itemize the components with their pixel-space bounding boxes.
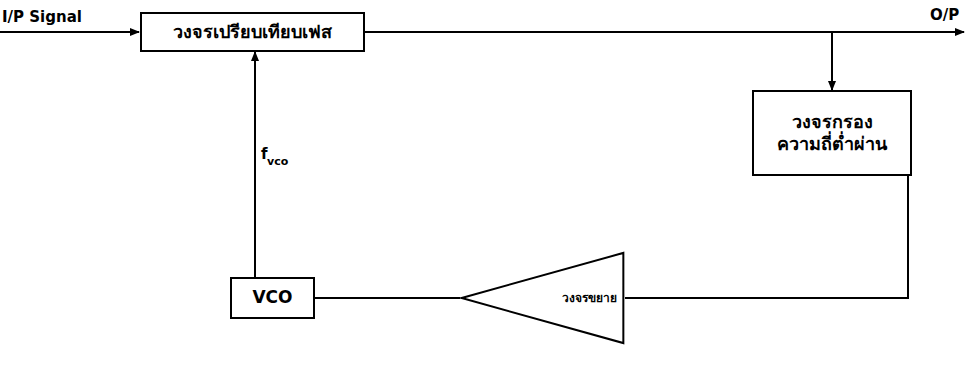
node-text: VCO bbox=[252, 287, 292, 308]
phase-comparator-box: วงจรเปรียบเทียบเฟส bbox=[140, 12, 365, 52]
frequency-symbol: f bbox=[261, 145, 268, 163]
triangle-shape bbox=[462, 253, 624, 343]
low-pass-filter-box: วงจรกรอง ความถี่ต่ำผ่าน bbox=[752, 90, 912, 176]
node-text: วงจรกรอง ความถี่ต่ำผ่าน bbox=[772, 111, 892, 156]
connector bbox=[625, 176, 908, 298]
connector bbox=[315, 297, 460, 299]
connector bbox=[365, 32, 832, 90]
node-text: วงจรเปรียบเทียบเฟส bbox=[173, 21, 332, 44]
amplifier-triangle: วงจรขยาย bbox=[460, 252, 625, 344]
node-text: วงจรขยาย bbox=[562, 291, 617, 306]
frequency-subscript: vco bbox=[267, 155, 288, 168]
input-label: I/P Signal bbox=[2, 8, 82, 26]
input-wire bbox=[0, 31, 139, 33]
connector bbox=[254, 52, 256, 277]
vco-box: VCO bbox=[230, 277, 315, 319]
output-label: O/P bbox=[930, 6, 959, 24]
